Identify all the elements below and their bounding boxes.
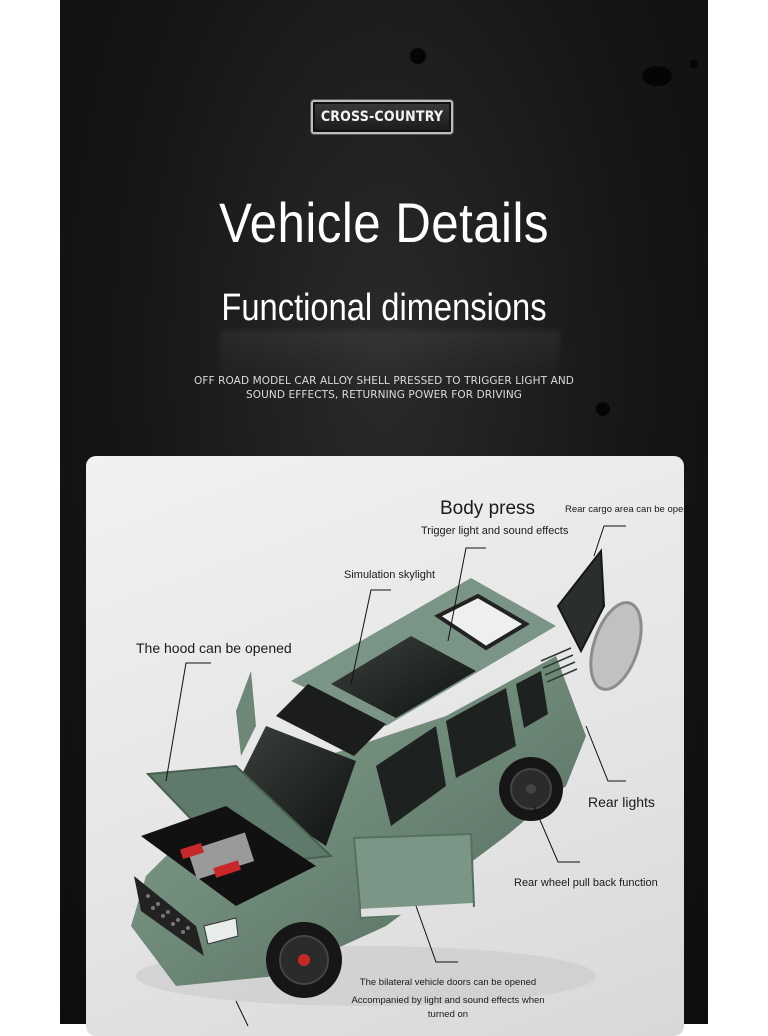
engine-block [187,832,255,880]
rear-vent [540,647,578,683]
callout-body-press: Body press [440,498,536,519]
leader-doors [415,905,458,963]
sunroof [331,636,476,718]
engine-accent [179,842,205,860]
callout-trigger-light: Trigger light and sound effects [421,525,569,537]
speck [690,60,698,68]
page-subtitle: Functional dimensions [221,287,547,329]
spare-tire [589,601,643,691]
callout-rear-wheel: Rear wheel pull back function [514,877,658,889]
feature-description: OFF ROAD MODEL CAR ALLOY SHELL PRESSED T… [194,374,574,402]
callout-doors: The bilateral vehicle doors can be opene… [348,976,548,1022]
leader-hood [165,662,211,782]
open-side-door [236,671,256,756]
callout-doors-line: Accompanied by light and sound effects w… [351,995,545,1006]
roof-front [276,684,386,756]
speck [410,48,426,64]
rear-window [516,671,548,728]
rear-wheel [499,757,563,821]
product-card: Body press Trigger light and sound effec… [86,456,684,1036]
open-front-door [352,832,476,920]
callout-doors-line: turned on [427,1009,469,1020]
leader-rear-lights [585,725,626,782]
callout-leaders [165,525,626,1027]
rear-roof-window [434,593,530,651]
leader-skylight [350,589,391,685]
grille-mesh [146,894,190,934]
reflection-glow [220,330,560,390]
speck [642,66,672,86]
leader-rear-cargo [593,525,626,557]
leader-front [235,1000,249,1027]
windshield [236,726,356,846]
category-badge: CROSS-COUNTRY [311,100,453,134]
open-rear-hatch [556,548,606,654]
page-title: Vehicle Details [219,191,549,254]
speck [596,402,610,416]
front-wheel [266,922,342,998]
side-window [376,726,446,826]
callout-skylight: Simulation skylight [344,569,436,581]
callout-rear-lights: Rear lights [588,794,655,810]
leader-body-press [447,547,486,642]
callout-doors-line: The bilateral vehicle doors can be opene… [359,977,537,988]
side-window [446,688,516,778]
engine-accent [213,860,241,878]
leader-rear-wheel [533,805,580,863]
callout-hood: The hood can be opened [136,640,292,656]
headlight [203,917,239,945]
description-line: OFF ROAD MODEL CAR ALLOY SHELL PRESSED T… [194,375,574,387]
description-line: SOUND EFFECTS, RETURNING POWER FOR DRIVI… [245,389,523,401]
front-grille [134,876,204,956]
callout-rear-cargo: Rear cargo area can be opened [565,504,684,515]
model-car-illustration [131,525,643,1027]
